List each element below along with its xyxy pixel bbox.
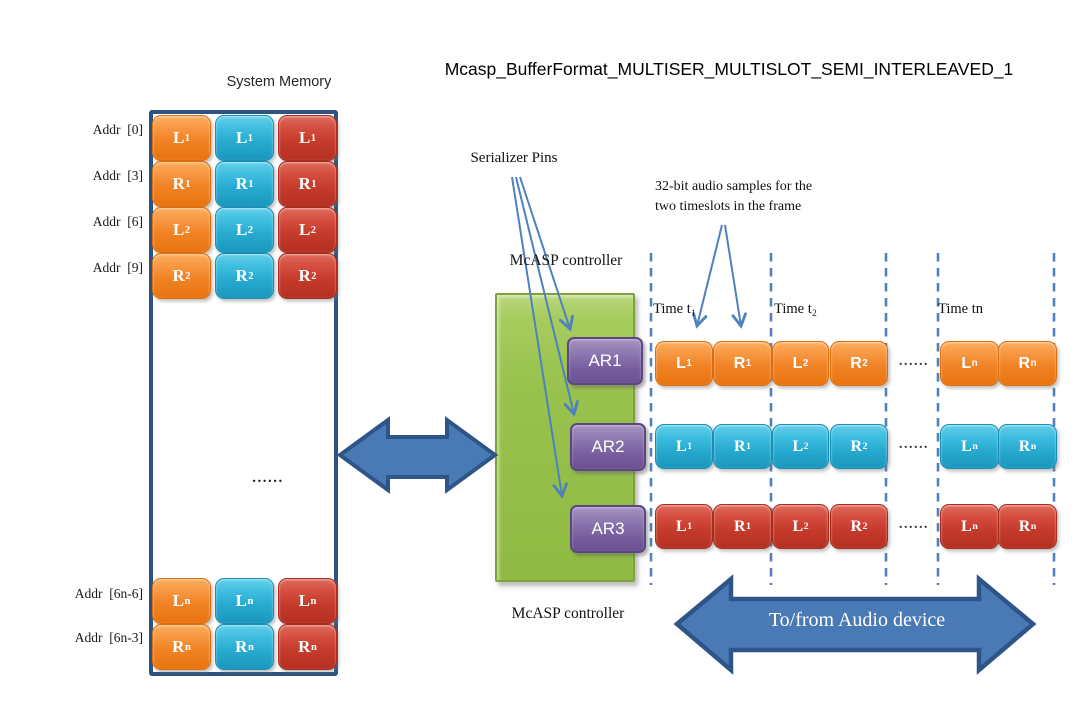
memory-controller-arrow (336, 416, 499, 494)
ar2-pin: AR2 (570, 423, 646, 471)
stream-ellipsis: ...... (899, 517, 929, 532)
time-label-t2: Time t2 (774, 301, 817, 318)
addr-label-6: Addr [6] (92, 214, 143, 229)
diagram-title: Mcasp_BufferFormat_MULTISER_MULTISLOT_SE… (444, 59, 1014, 79)
addr-label-0: Addr [0] (92, 122, 143, 137)
time-label-t1: Time t1 (653, 301, 696, 318)
ar1-pin: AR1 (567, 337, 643, 385)
time-label-tn: Time tn (938, 301, 983, 317)
stream-ellipsis: ...... (899, 354, 929, 369)
audio-arrow-label: To/from Audio device (768, 609, 946, 631)
mcasp-controller-label-bottom: McASP controller (511, 605, 625, 622)
samples-note-line2: two timeslots in the frame (655, 198, 802, 214)
addr-label-9: Addr [9] (92, 260, 143, 275)
addr-label-3: Addr [3] (92, 168, 143, 183)
addr-label-6n6: Addr [6n-6] (74, 586, 143, 601)
samples-note: 32-bit audio samples for the two timeslo… (655, 177, 865, 216)
memory-ellipsis: ...... (252, 470, 284, 486)
serializer-pins-label: Serializer Pins (470, 150, 558, 166)
mcasp-controller-label-top: McASP controller (509, 252, 623, 269)
samples-note-arrows (697, 224, 741, 326)
system-memory-heading: System Memory (226, 74, 332, 90)
addr-label-6n3: Addr [6n-3] (74, 630, 143, 645)
ar3-pin: AR3 (570, 505, 646, 553)
samples-note-line1: 32-bit audio samples for the (655, 179, 813, 194)
stream-ellipsis: ...... (899, 437, 929, 452)
